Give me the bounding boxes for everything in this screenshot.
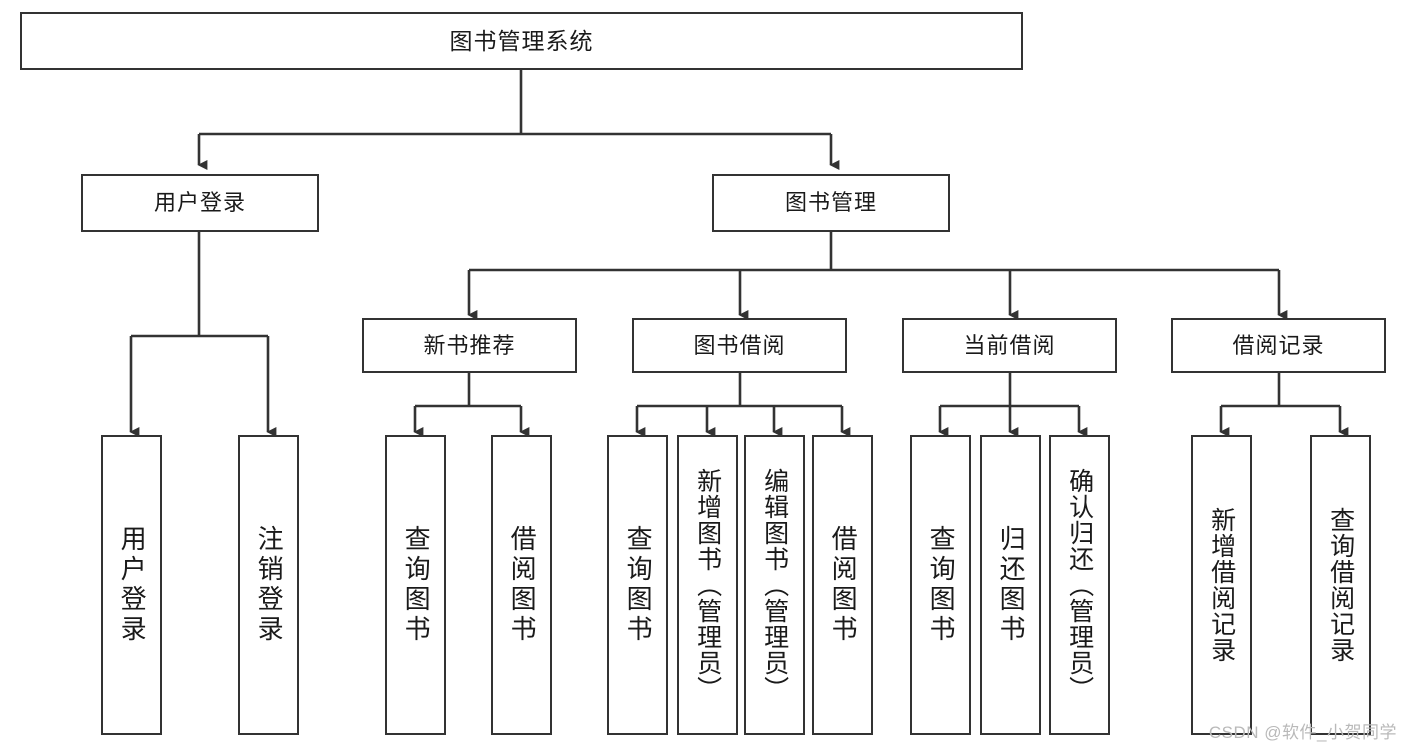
node-leaf-query-book-3[interactable]: 查询图书	[910, 435, 971, 735]
node-leaf-confirm-return-label: 确认归还（管理员）	[1065, 468, 1094, 702]
node-leaf-query-record[interactable]: 查询借阅记录	[1310, 435, 1371, 735]
node-leaf-logout-login-label: 注销登录	[254, 525, 285, 645]
node-leaf-add-record-label: 新增借阅记录	[1207, 507, 1236, 663]
node-leaf-edit-book[interactable]: 编辑图书（管理员）	[744, 435, 805, 735]
node-current-borrow[interactable]: 当前借阅	[902, 318, 1117, 373]
node-leaf-borrow-book-1-label: 借阅图书	[507, 525, 538, 645]
node-leaf-edit-book-label: 编辑图书（管理员）	[760, 468, 789, 702]
node-leaf-add-book[interactable]: 新增图书（管理员）	[677, 435, 738, 735]
node-borrow-record-label: 借阅记录	[1232, 332, 1325, 358]
node-new-book-recommend[interactable]: 新书推荐	[362, 318, 577, 373]
node-leaf-logout-login[interactable]: 注销登录	[238, 435, 299, 735]
node-book-borrow-label: 图书借阅	[693, 332, 786, 358]
node-current-borrow-label: 当前借阅	[963, 332, 1056, 358]
node-leaf-query-book-1[interactable]: 查询图书	[385, 435, 446, 735]
node-leaf-query-book-3-label: 查询图书	[926, 525, 957, 645]
node-leaf-query-book-2[interactable]: 查询图书	[607, 435, 668, 735]
node-leaf-query-record-label: 查询借阅记录	[1326, 507, 1355, 663]
node-leaf-user-login-label: 用户登录	[117, 525, 148, 645]
node-user-login-label: 用户登录	[153, 190, 246, 216]
node-leaf-query-book-1-label: 查询图书	[401, 525, 432, 645]
node-book-management-label: 图书管理	[784, 190, 877, 216]
node-leaf-confirm-return[interactable]: 确认归还（管理员）	[1049, 435, 1110, 735]
node-new-book-recommend-label: 新书推荐	[423, 332, 516, 358]
node-user-login[interactable]: 用户登录	[81, 174, 319, 232]
node-root-label: 图书管理系统	[449, 27, 594, 54]
node-leaf-return-book[interactable]: 归还图书	[980, 435, 1041, 735]
node-root[interactable]: 图书管理系统	[20, 12, 1023, 70]
node-leaf-borrow-book-1[interactable]: 借阅图书	[491, 435, 552, 735]
node-book-borrow[interactable]: 图书借阅	[632, 318, 847, 373]
node-leaf-add-record[interactable]: 新增借阅记录	[1191, 435, 1252, 735]
node-book-management[interactable]: 图书管理	[712, 174, 950, 232]
node-leaf-add-book-label: 新增图书（管理员）	[693, 468, 722, 702]
node-leaf-borrow-book-2[interactable]: 借阅图书	[812, 435, 873, 735]
node-leaf-return-book-label: 归还图书	[996, 525, 1027, 645]
node-leaf-user-login[interactable]: 用户登录	[101, 435, 162, 735]
node-leaf-query-book-2-label: 查询图书	[623, 525, 654, 645]
node-leaf-borrow-book-2-label: 借阅图书	[828, 525, 859, 645]
node-borrow-record[interactable]: 借阅记录	[1171, 318, 1386, 373]
